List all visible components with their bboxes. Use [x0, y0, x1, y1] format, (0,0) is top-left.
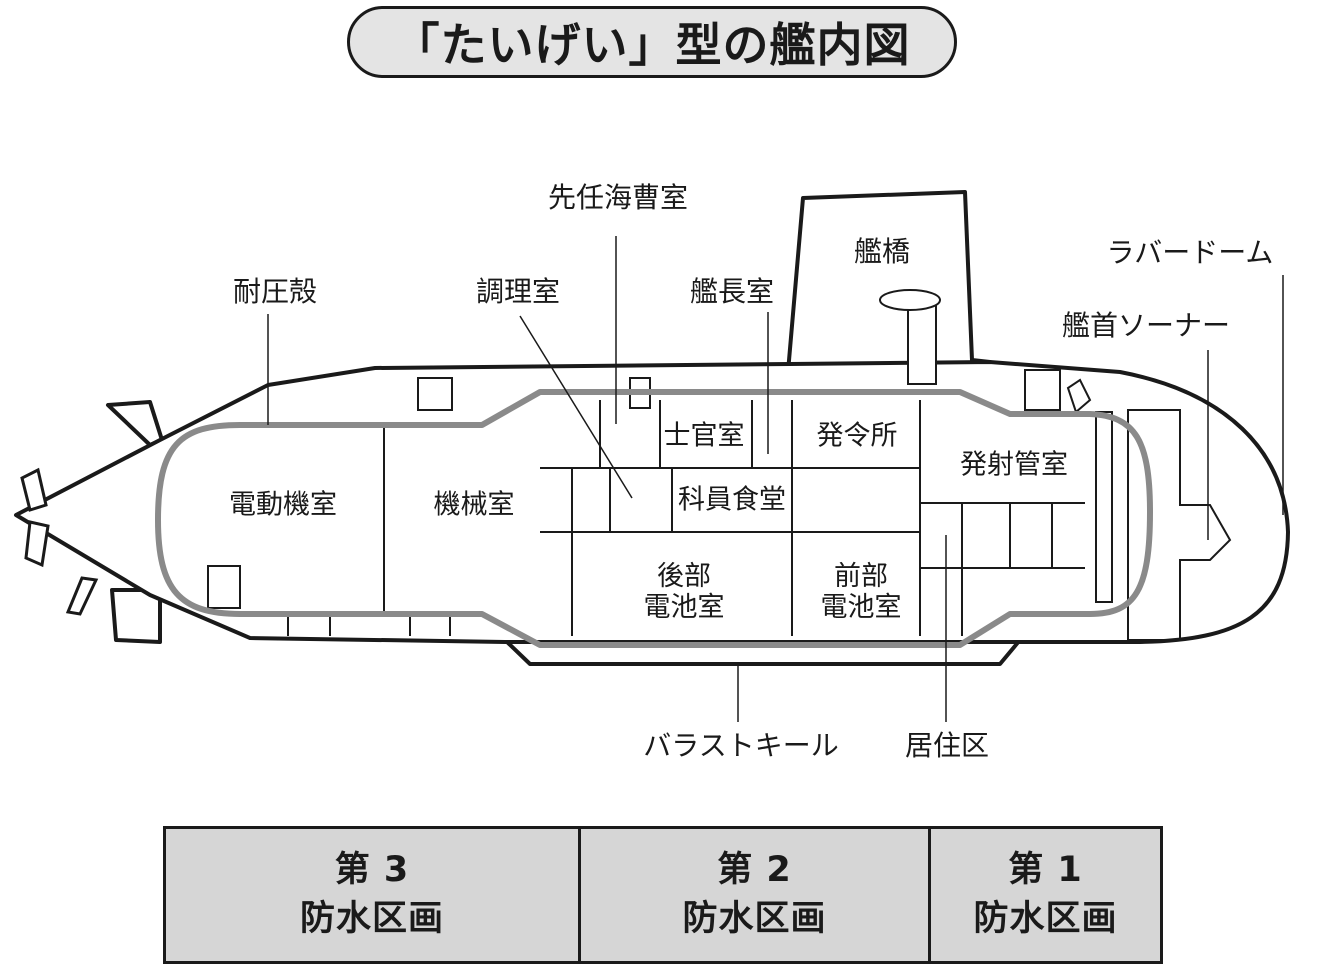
diagram-title: 「たいげい」型の艦内図 — [347, 6, 957, 78]
hatch-mid — [629, 377, 651, 409]
label-kikai-shitsu: 機械室 — [433, 489, 515, 521]
label-rubber-dome: ラバードーム — [1106, 235, 1274, 269]
compartment-label: 防水区画 — [973, 899, 1118, 939]
pressure-hull — [155, 389, 1153, 648]
compartment-number: 第 3 — [334, 850, 410, 890]
leader-chouri — [519, 315, 633, 499]
label-kyojuuku: 居住区 — [904, 728, 990, 762]
hatch-aft — [417, 377, 453, 411]
label-taiatsukaku: 耐圧殻 — [232, 274, 318, 308]
compartment-table: 第 3 防水区画 第 2 防水区画 第 1 防水区画 — [163, 826, 1163, 964]
leader-lines — [267, 236, 1284, 722]
compartment-number: 第 2 — [717, 850, 792, 890]
sail — [786, 190, 992, 374]
label-hatsureisho: 発令所 — [816, 420, 898, 452]
submarine-outer-hull — [14, 190, 1290, 666]
label-hassha-kan-shitsu: 発射管室 — [960, 449, 1068, 481]
label-koubu-denchi: 後部 電池室 — [643, 560, 725, 623]
compartment-2: 第 2 防水区画 — [578, 829, 928, 961]
diagram-title-text: 「たいげい」型の艦内図 — [393, 18, 911, 72]
label-dendouki-shitsu: 電動機室 — [229, 489, 337, 521]
compartment-3: 第 3 防水区画 — [166, 829, 578, 961]
main-hull — [14, 360, 1290, 644]
label-kanchou-shitsu: 艦長室 — [689, 274, 775, 308]
sonar-housing — [1127, 409, 1232, 641]
upper-propeller-blade — [20, 467, 48, 512]
label-senninkaisoushitsu: 先任海曹室 — [547, 180, 689, 214]
compartment-label: 防水区画 — [682, 899, 827, 939]
label-ballast-keel: バラストキール — [643, 728, 839, 762]
hatch-low — [207, 565, 241, 609]
lower-rudder-blade — [65, 576, 99, 616]
sail-plane — [879, 289, 941, 311]
label-zenbu-denchi: 前部 電池室 — [820, 560, 902, 623]
propeller — [20, 467, 99, 616]
bow-tank — [1024, 369, 1061, 411]
label-shikan-shitsu: 士官室 — [663, 420, 745, 452]
periscope-mast — [907, 303, 937, 385]
label-kankyou: 艦橋 — [853, 234, 911, 268]
compartment-1: 第 1 防水区画 — [928, 829, 1160, 961]
label-kain-shokudou: 科員食堂 — [678, 484, 786, 516]
upper-stern-fin — [106, 400, 164, 447]
torpedo-racks — [1095, 411, 1113, 603]
interior-structure — [207, 289, 1232, 641]
compartment-number: 第 1 — [1008, 850, 1083, 890]
label-kanshu-sonar: 艦首ソーナー — [1061, 308, 1231, 342]
bow-vent — [1066, 378, 1092, 414]
compartment-label: 防水区画 — [299, 899, 444, 939]
lower-propeller-blade — [24, 520, 50, 568]
label-chouri-shitsu: 調理室 — [475, 274, 561, 308]
